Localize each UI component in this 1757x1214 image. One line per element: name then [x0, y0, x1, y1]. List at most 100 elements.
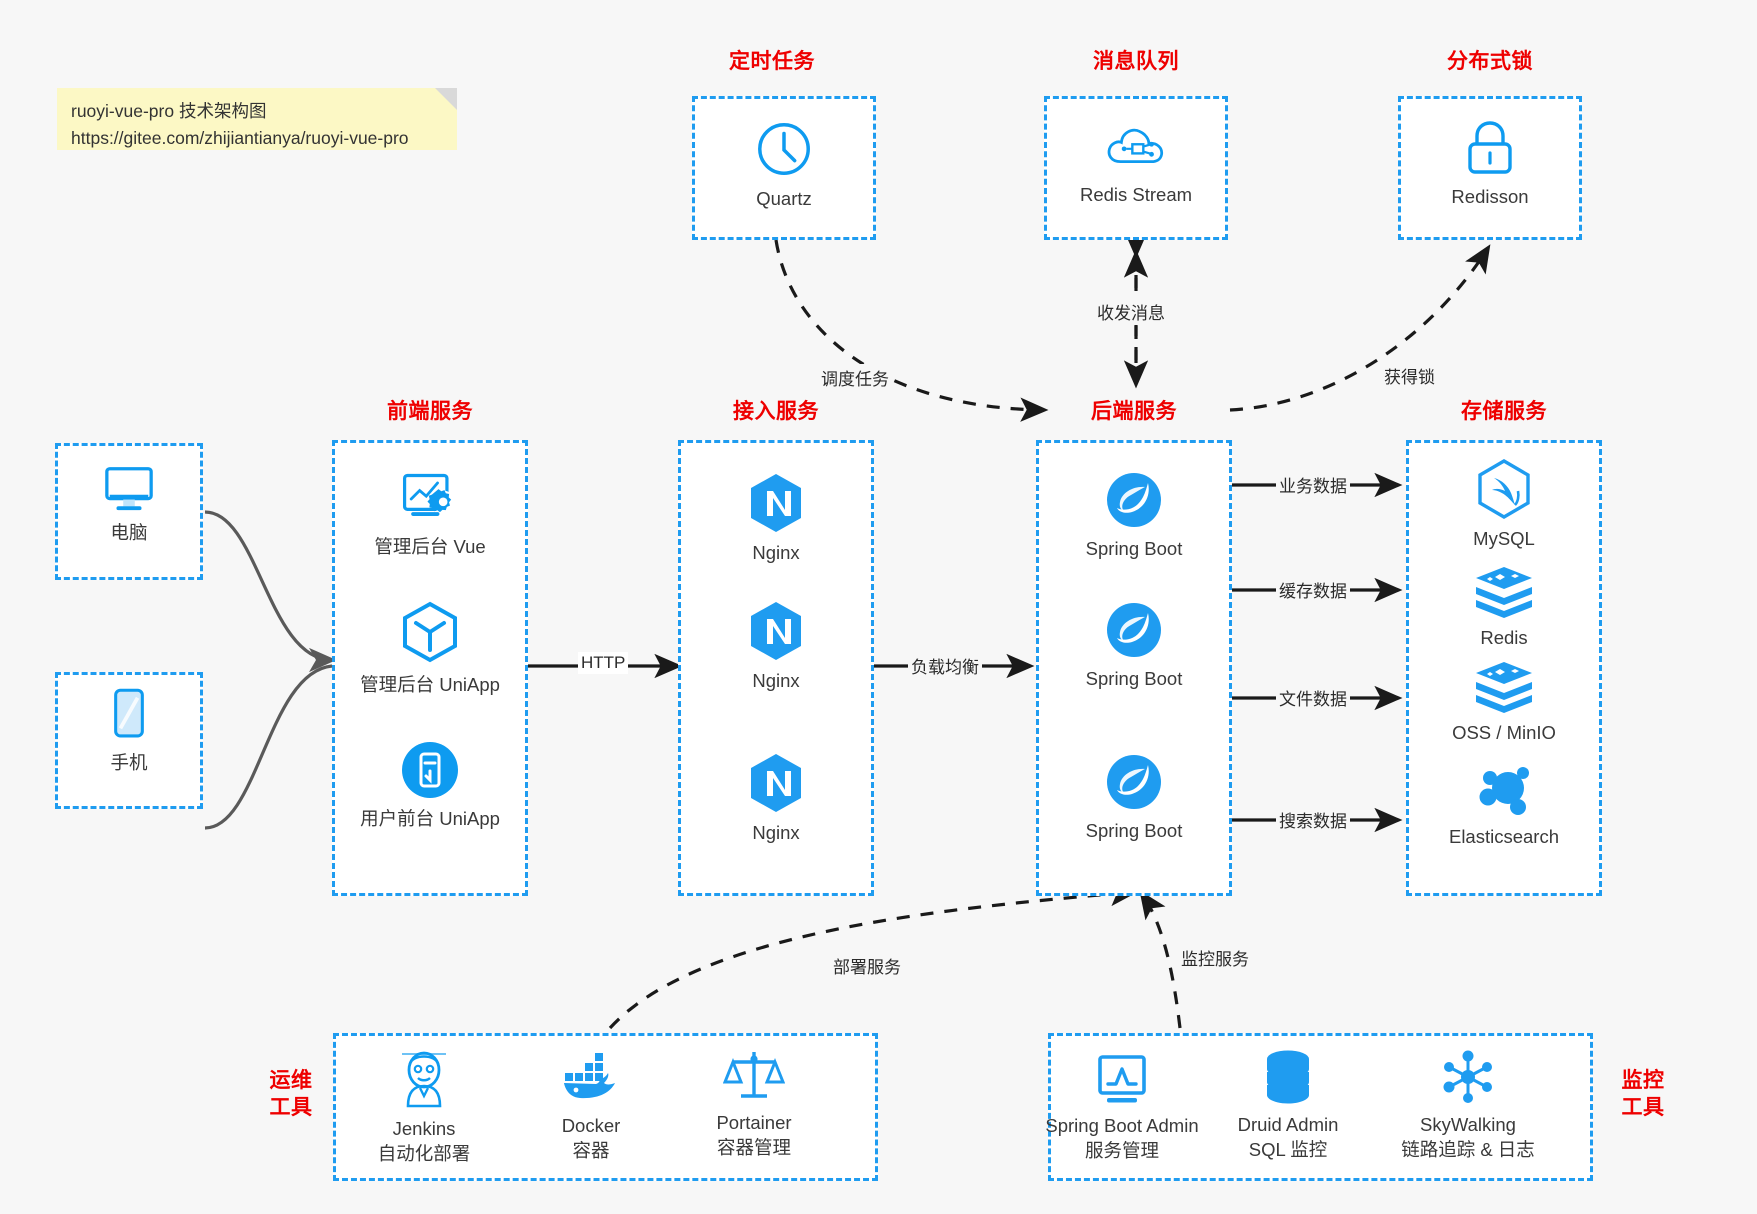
database-stack-icon — [1260, 1048, 1316, 1106]
group-box-frontend[interactable] — [332, 440, 528, 896]
mobile-phone-icon — [109, 686, 149, 744]
edge-label-business-data: 业务数据 — [1276, 471, 1350, 498]
nginx-icon — [748, 600, 804, 662]
node-label: 手机 — [110, 752, 148, 773]
edge-label-load-balance: 负载均衡 — [908, 652, 982, 679]
monitor-chart-icon — [1093, 1053, 1151, 1107]
node-admin-vue[interactable]: 管理后台 Vue — [332, 470, 528, 560]
group-title-monitor: 监控 工具 — [1608, 1068, 1678, 1122]
node-label: Spring Boot Admin — [1045, 1115, 1199, 1136]
node-label: Nginx — [752, 542, 800, 563]
group-title-frontend: 前端服务 — [387, 400, 473, 423]
group-box-scheduled-task[interactable] — [692, 96, 876, 240]
group-box-distributed-lock[interactable] — [1398, 96, 1582, 240]
node-phone[interactable]: 手机 — [55, 686, 203, 776]
node-user-uniapp[interactable]: 用户前台 UniApp — [332, 740, 528, 832]
nginx-icon — [748, 472, 804, 534]
node-label: Jenkins — [392, 1118, 456, 1139]
node-redis-stream[interactable]: Redis Stream — [1044, 118, 1228, 208]
edge-label-file-data: 文件数据 — [1276, 684, 1350, 711]
node-docker[interactable]: Docker 容器 — [515, 1053, 667, 1164]
note-url: https://gitee.com/zhijiantianya/ruoyi-vu… — [71, 128, 409, 149]
node-sublabel: 服务管理 — [1084, 1139, 1159, 1161]
node-druid-admin[interactable]: Druid Admin SQL 监控 — [1203, 1048, 1373, 1163]
cube-icon — [399, 600, 461, 666]
docker-whale-icon — [560, 1053, 622, 1107]
cloud-network-icon — [1104, 118, 1168, 176]
group-title-gateway: 接入服务 — [733, 400, 819, 423]
edge-label-schedule-task: 调度任务 — [818, 364, 892, 391]
edge-label-cache-data: 缓存数据 — [1276, 576, 1350, 603]
node-spring-boot-admin[interactable]: Spring Boot Admin 服务管理 — [1022, 1053, 1222, 1164]
node-jenkins[interactable]: Jenkins 自动化部署 — [348, 1048, 500, 1167]
spring-leaf-icon — [1104, 600, 1164, 660]
elasticsearch-icon — [1474, 762, 1534, 818]
node-label: SkyWalking — [1420, 1114, 1516, 1135]
node-quartz[interactable]: Quartz — [692, 118, 876, 212]
node-nginx-1[interactable]: Nginx — [678, 472, 874, 566]
redis-stack-icon — [1473, 565, 1535, 619]
group-box-phone[interactable] — [55, 672, 203, 809]
spring-leaf-icon — [1104, 470, 1164, 530]
node-skywalking[interactable]: SkyWalking 链路追踪 & 日志 — [1373, 1048, 1563, 1163]
node-label: Redisson — [1451, 186, 1529, 207]
node-redis[interactable]: Redis — [1406, 565, 1602, 651]
group-title-distributed-lock: 分布式锁 — [1447, 50, 1533, 73]
diagram-note: ruoyi-vue-pro 技术架构图 https://gitee.com/zh… — [57, 88, 457, 150]
clock-icon — [753, 118, 815, 180]
node-label: Spring Boot — [1085, 668, 1183, 689]
group-title-monitor-line2: 工具 — [1621, 1095, 1665, 1119]
spring-leaf-icon — [1104, 752, 1164, 812]
desktop-monitor-icon — [100, 462, 158, 514]
app-circle-icon — [400, 740, 460, 800]
node-label: Redis Stream — [1079, 184, 1193, 205]
node-label: Spring Boot — [1085, 820, 1183, 841]
node-nginx-2[interactable]: Nginx — [678, 600, 874, 694]
edge-label-deploy-service: 部署服务 — [830, 952, 904, 979]
group-title-monitor-line1: 监控 — [1621, 1069, 1665, 1092]
node-label: Druid Admin — [1237, 1114, 1339, 1135]
group-title-devops-line1: 运维 — [269, 1069, 313, 1092]
node-label: Nginx — [752, 822, 800, 843]
edge-label-monitor-service: 监控服务 — [1178, 944, 1252, 971]
edge-label-http: HTTP — [578, 652, 629, 674]
group-title-scheduled-task: 定时任务 — [729, 50, 815, 73]
node-oss-minio[interactable]: OSS / MinIO — [1406, 660, 1602, 746]
group-title-backend: 后端服务 — [1091, 400, 1177, 423]
node-sublabel: 链路追踪 & 日志 — [1401, 1138, 1535, 1160]
group-box-computer[interactable] — [55, 443, 203, 580]
node-springboot-3[interactable]: Spring Boot — [1036, 752, 1232, 844]
dashboard-gear-icon — [398, 470, 462, 528]
group-title-devops: 运维 工具 — [256, 1068, 326, 1122]
node-admin-uniapp[interactable]: 管理后台 UniApp — [332, 600, 528, 698]
lock-icon — [1462, 118, 1518, 178]
node-sublabel: 容器管理 — [716, 1136, 791, 1158]
edge-label-search-data: 搜索数据 — [1276, 806, 1350, 833]
node-elasticsearch[interactable]: Elasticsearch — [1406, 762, 1602, 850]
nginx-icon — [748, 752, 804, 814]
skywalking-node-icon — [1438, 1048, 1498, 1106]
node-label: Elasticsearch — [1448, 826, 1559, 847]
node-mysql[interactable]: MySQL — [1406, 458, 1602, 552]
jenkins-butler-icon — [396, 1048, 452, 1110]
group-title-message-queue: 消息队列 — [1093, 50, 1179, 73]
node-portainer[interactable]: Portainer 容器管理 — [678, 1048, 830, 1161]
node-label: Spring Boot — [1085, 538, 1183, 559]
node-sublabel: 容器 — [572, 1139, 610, 1161]
node-redisson[interactable]: Redisson — [1398, 118, 1582, 210]
edge-label-send-receive-message: 收发消息 — [1094, 298, 1168, 325]
group-title-devops-line2: 工具 — [269, 1095, 313, 1119]
node-label: Docker — [561, 1115, 621, 1136]
node-label: 电脑 — [110, 522, 148, 543]
node-springboot-2[interactable]: Spring Boot — [1036, 600, 1232, 692]
node-springboot-1[interactable]: Spring Boot — [1036, 470, 1232, 562]
node-label: OSS / MinIO — [1452, 722, 1556, 743]
node-computer[interactable]: 电脑 — [55, 462, 203, 546]
mysql-dolphin-icon — [1474, 458, 1534, 520]
group-box-message-queue[interactable] — [1044, 96, 1228, 240]
node-nginx-3[interactable]: Nginx — [678, 752, 874, 846]
node-label: 用户前台 UniApp — [360, 808, 500, 829]
edge-label-acquire-lock: 获得锁 — [1381, 362, 1438, 389]
note-folded-corner — [435, 88, 457, 110]
portainer-scale-icon — [723, 1048, 785, 1104]
